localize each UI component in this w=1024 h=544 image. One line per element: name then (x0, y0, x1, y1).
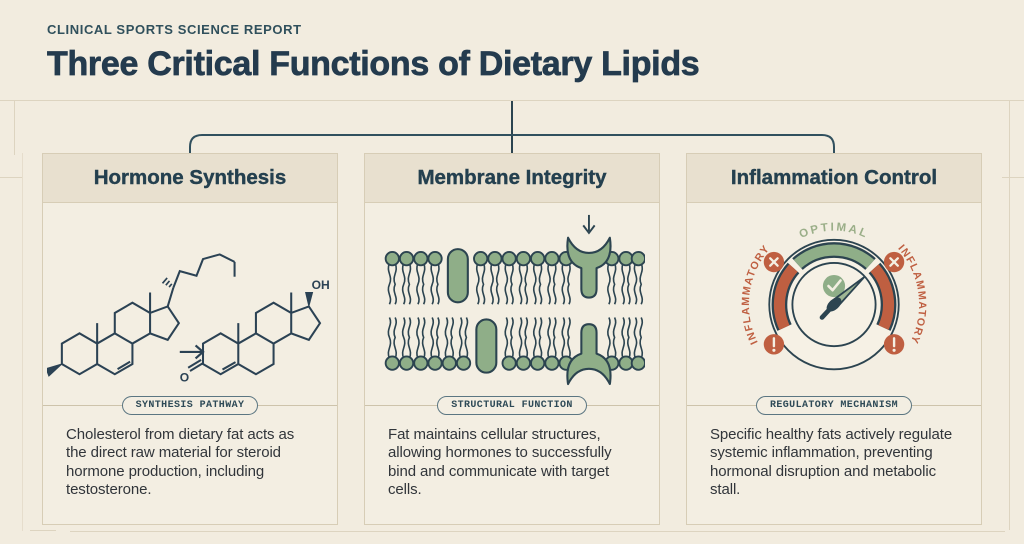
cholesterol-to-testosterone-diagram: O OH (47, 253, 330, 385)
badge-divider: STRUCTURAL FUNCTION (365, 395, 659, 415)
reaction-arrow-icon (179, 344, 205, 360)
masthead: CLINICAL SPORTS SCIENCE REPORT Three Cri… (47, 22, 700, 84)
function-cards: Hormone Synthesis (42, 153, 982, 525)
hydroxyl-label: OH (312, 278, 330, 292)
alert-badge-icon-left (763, 334, 785, 355)
membrane-protein-bottom (475, 318, 498, 374)
bottom-frame-line (70, 531, 1005, 532)
x-badge-icon-left (763, 251, 785, 273)
category-badge: SYNTHESIS PATHWAY (121, 395, 259, 415)
category-badge: REGULATORY MECHANISM (755, 395, 913, 415)
optimal-label: OPTIMAL (798, 221, 871, 241)
left-tick (0, 177, 22, 178)
membrane-protein-top (446, 248, 469, 304)
card-header: Membrane Integrity (365, 154, 659, 203)
card-membrane-integrity: Membrane Integrity (364, 153, 660, 525)
card-description: Specific healthy fats actively regulate … (710, 426, 953, 499)
card-description: Fat maintains cellular structures, allow… (388, 426, 612, 499)
gauge-needle (819, 275, 866, 320)
category-badge: STRUCTURAL FUNCTION (437, 395, 587, 415)
gauge-inflammatory-zone-right (870, 264, 895, 330)
card-title: Membrane Integrity (417, 166, 607, 189)
alert-badge-icon-right (883, 334, 905, 355)
x-badge-icon-right (883, 251, 905, 273)
card-header: Hormone Synthesis (43, 154, 337, 203)
top-divider-line (0, 100, 1024, 101)
testosterone-molecule: O OH (180, 278, 330, 385)
gauge-figure: OPTIMAL INFLAMMATORY INFLAMMATORY (687, 203, 981, 395)
report-eyebrow: CLINICAL SPORTS SCIENCE REPORT (47, 22, 302, 37)
right-tick (1002, 177, 1024, 178)
badge-divider: REGULATORY MECHANISM (687, 395, 981, 415)
check-icon (822, 274, 846, 298)
card-title: Inflammation Control (730, 166, 938, 189)
bottom-left-dash (30, 530, 56, 531)
hormone-arrow-icon (582, 214, 596, 235)
cholesterol-molecule (47, 253, 236, 377)
membrane-figure (365, 203, 659, 395)
left-frame-line (14, 100, 15, 155)
lipid-bilayer-diagram (384, 214, 645, 386)
card-header: Inflammation Control (687, 154, 981, 203)
badge-divider: SYNTHESIS PATHWAY (43, 395, 337, 415)
inflammation-gauge-diagram: OPTIMAL INFLAMMATORY INFLAMMATORY (740, 221, 927, 371)
right-frame-line (1009, 100, 1010, 530)
page-title: Three Critical Functions of Dietary Lipi… (47, 45, 700, 84)
steroid-figure: O OH (43, 203, 337, 395)
receptor-top (566, 236, 612, 299)
gauge-optimal-zone (793, 244, 875, 269)
card-description: Cholesterol from dietary fat acts as the… (66, 426, 295, 499)
connector-lines (189, 101, 835, 153)
gauge-inflammatory-zone-left (773, 264, 798, 330)
left-outer-column-line (22, 153, 23, 531)
card-hormone-synthesis: Hormone Synthesis (42, 153, 338, 525)
card-inflammation-control: Inflammation Control OPTIMAL INFLAMMATOR… (686, 153, 982, 525)
receptor-bottom (566, 323, 612, 386)
ketone-label: O (180, 371, 189, 385)
card-title: Hormone Synthesis (93, 166, 287, 189)
